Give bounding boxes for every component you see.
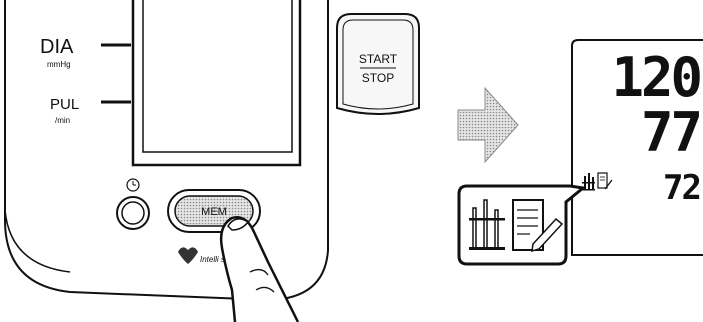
note-pen-icon-large xyxy=(512,199,564,253)
dia-label: DIA xyxy=(40,36,74,58)
timer-button[interactable] xyxy=(116,178,150,230)
dia-unit: mmHg xyxy=(47,60,71,69)
systolic-reading: 120 xyxy=(611,46,700,109)
start-label: START xyxy=(359,52,398,66)
pul-label: PUL xyxy=(50,96,79,113)
diastolic-reading: 77 xyxy=(641,101,700,164)
monitor-body xyxy=(4,0,329,302)
mem-label: MEM xyxy=(201,206,227,218)
clock-icon xyxy=(126,178,140,192)
note-pen-icon xyxy=(597,172,613,190)
stop-label: STOP xyxy=(362,71,394,85)
bar-chart-icon-large xyxy=(469,199,505,250)
finger-illustration xyxy=(219,216,300,322)
pul-unit: /min xyxy=(55,116,70,125)
pulse-reading: 72 xyxy=(663,168,700,208)
monitor-screen-inner xyxy=(142,0,293,153)
dia-label-group: DIA mmHg xyxy=(40,36,131,69)
monitor-screen-frame xyxy=(131,0,302,167)
brand-logo: Intelli sense xyxy=(178,247,243,264)
display-closeup xyxy=(571,39,703,256)
start-stop-button[interactable]: START STOP xyxy=(336,13,420,115)
pul-label-group: PUL /min xyxy=(50,96,131,125)
brand-text: Intelli sense xyxy=(200,255,243,264)
right-arrow-icon xyxy=(457,86,519,164)
bar-chart-icon xyxy=(582,173,595,191)
